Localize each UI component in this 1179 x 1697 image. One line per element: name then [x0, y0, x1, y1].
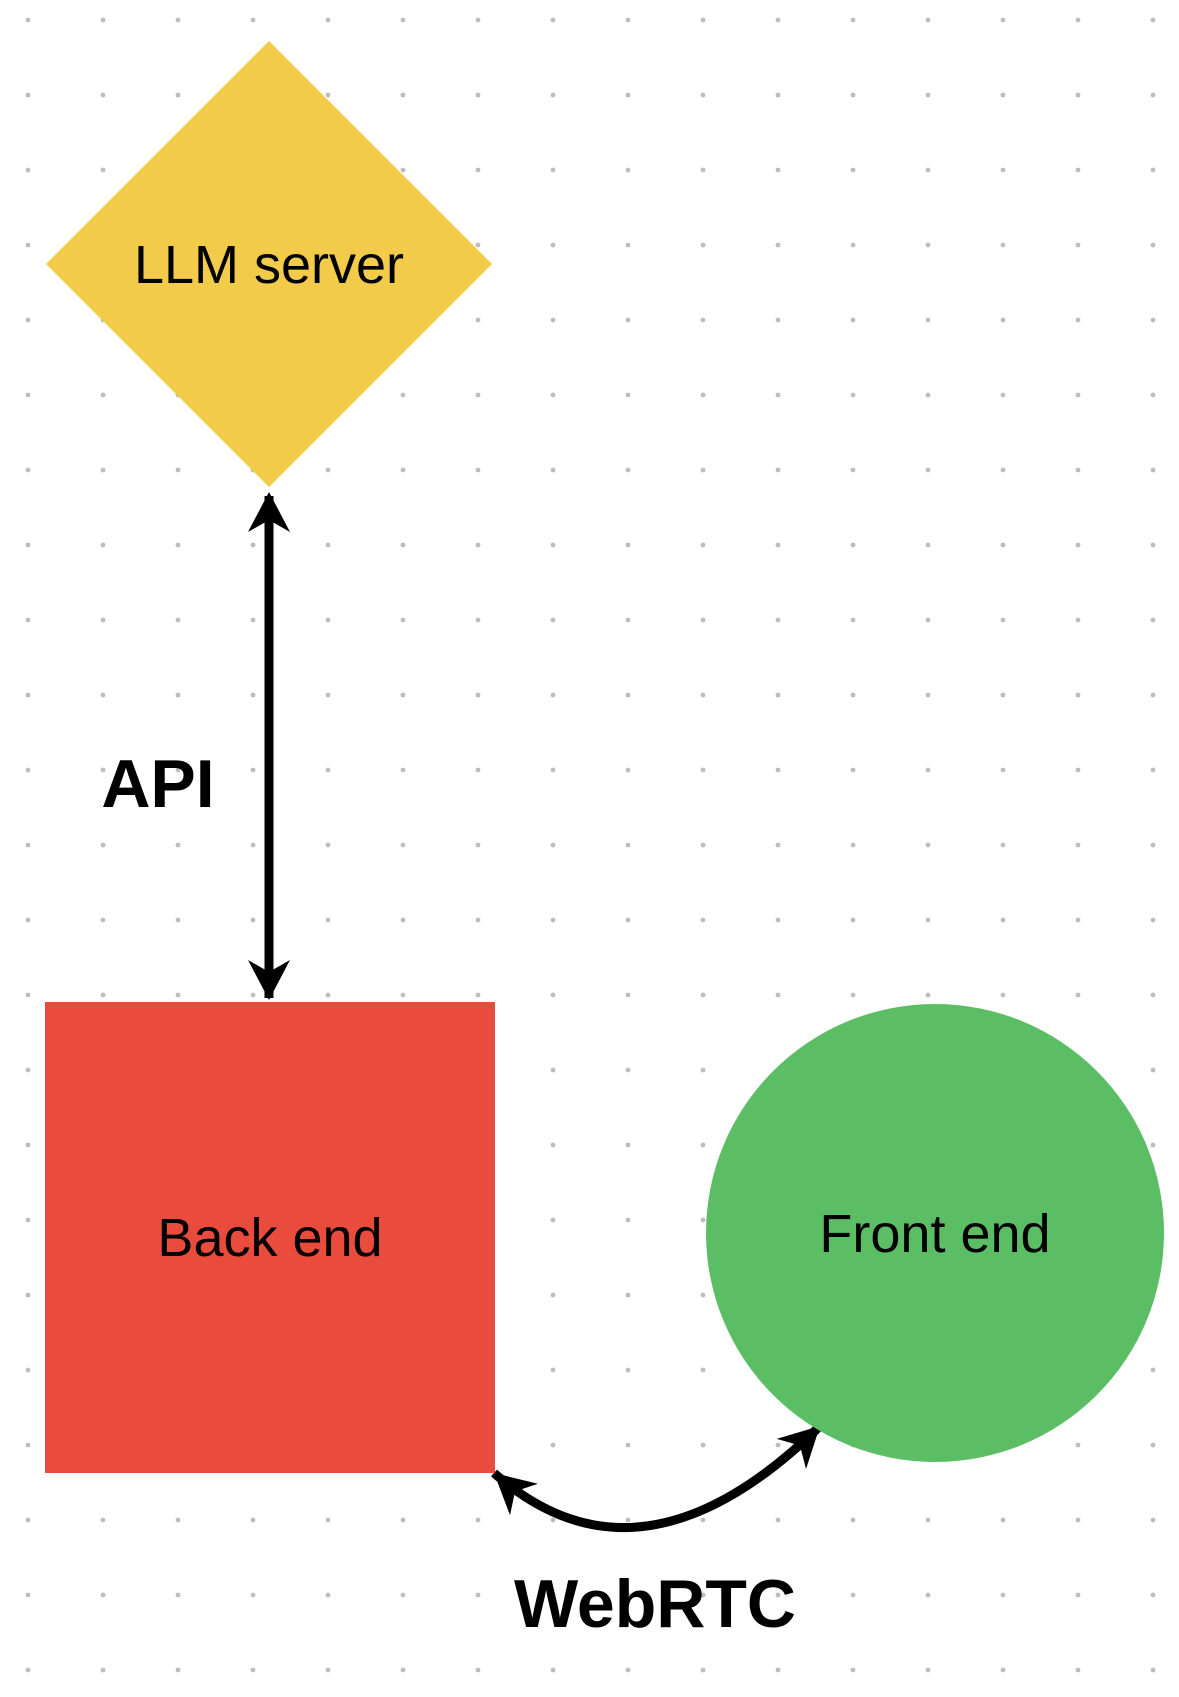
node-label-llm-server: LLM server [134, 235, 404, 295]
node-llm-server [46, 41, 492, 487]
node-front-end [706, 1004, 1164, 1462]
node-label-front-end: Front end [819, 1204, 1050, 1264]
node-back-end [45, 1002, 495, 1473]
edge-webrtc-arrow [480, 1410, 835, 1533]
webrtc-arrow-shaft [491, 1422, 824, 1533]
edge-api-arrow [248, 492, 290, 1000]
edge-label-webrtc: WebRTC [514, 1566, 796, 1642]
edge-label-api: API [101, 746, 214, 822]
node-label-back-end: Back end [157, 1208, 382, 1268]
